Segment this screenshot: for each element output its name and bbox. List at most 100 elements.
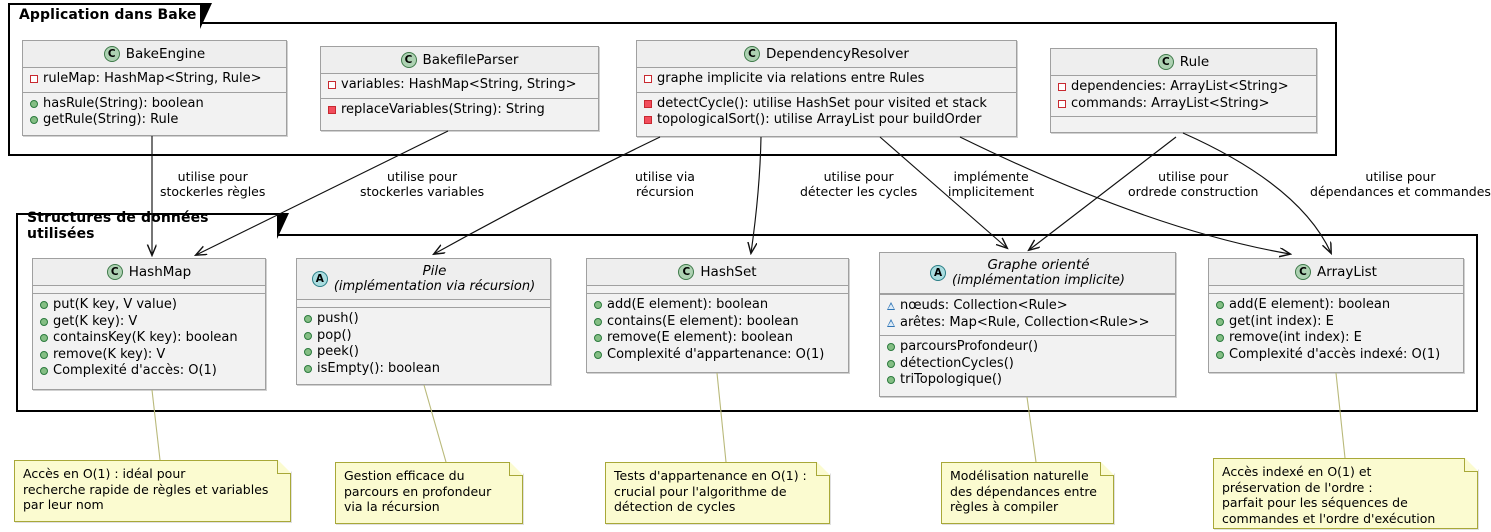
- note-hashset-text: Tests d'appartenance en O(1) : crucial p…: [614, 468, 807, 514]
- note-fold-icon: [816, 461, 831, 476]
- class-hashmap-name: HashMap: [128, 263, 192, 280]
- method-row: peek(): [304, 344, 543, 361]
- edge-label-dependances-commandes: utilise pour dépendances et commandes: [1310, 169, 1491, 199]
- abstract-stereotype-icon: A: [311, 271, 328, 287]
- public-marker-icon: [1216, 317, 1224, 326]
- note-fold-icon: [1464, 457, 1479, 472]
- public-marker-icon: [1216, 334, 1224, 343]
- method-row: contains(E element): boolean: [594, 314, 841, 331]
- method-row: remove(E element): boolean: [594, 330, 841, 347]
- public-marker-icon: [30, 99, 38, 108]
- attribute-row: dependencies: ArrayList<String>: [1058, 79, 1309, 96]
- class-stereotype-icon: C: [678, 264, 695, 280]
- public-marker-icon: [40, 350, 48, 359]
- class-graphe-oriente-name: Graphe orienté (implémentation implicite…: [952, 257, 1125, 289]
- class-graphe-oriente-attributes: nœuds: Collection<Rule> arêtes: Map<Rule…: [880, 294, 1175, 335]
- method-row: topologicalSort(): utilise ArrayList pou…: [644, 112, 1009, 129]
- class-bakefileparser[interactable]: C BakefileParser variables: HashMap<Stri…: [320, 46, 599, 131]
- public-marker-icon: [304, 364, 312, 373]
- note-fold-icon: [1100, 461, 1115, 476]
- method-row: isEmpty(): boolean: [304, 361, 543, 378]
- method-row: replaceVariables(String): String: [328, 102, 591, 119]
- package-structures-de-donnees-tab: Structures de données utilisées: [16, 210, 289, 242]
- class-pile-header: A Pile (implémentation via récursion): [297, 259, 550, 300]
- method-row: Complexité d'accès: O(1): [40, 363, 258, 380]
- note-hashset: Tests d'appartenance en O(1) : crucial p…: [605, 461, 831, 524]
- method-row: containsKey(K key): boolean: [40, 330, 258, 347]
- class-dependencyresolver-attributes: graphe implicite via relations entre Rul…: [637, 68, 1016, 92]
- private-marker-icon: [1058, 83, 1066, 92]
- class-hashset-attributes: [587, 286, 848, 293]
- method-row: hasRule(String): boolean: [30, 96, 279, 113]
- method-row: Complexité d'accès indexé: O(1): [1216, 347, 1456, 364]
- private-method-marker-icon: [644, 99, 652, 108]
- public-marker-icon: [887, 359, 895, 368]
- class-hashmap[interactable]: C HashMap put(K key, V value) get(K key)…: [32, 258, 266, 390]
- edge-label-stocker-regles: utilise pour stockerles règles: [160, 169, 266, 199]
- private-method-marker-icon: [644, 116, 652, 125]
- class-rule-header: C Rule: [1051, 49, 1316, 76]
- package-structures-de-donnees: [16, 234, 1478, 412]
- class-arraylist[interactable]: C ArrayList add(E element): boolean get(…: [1208, 258, 1464, 373]
- public-marker-icon: [304, 315, 312, 324]
- class-bakefileparser-methods: replaceVariables(String): String: [321, 97, 598, 122]
- class-arraylist-attributes: [1209, 286, 1463, 293]
- edge-label-detecter-cycles: utilise pour détecter les cycles: [800, 169, 918, 199]
- class-pile-name: Pile (implémentation via récursion): [333, 263, 536, 295]
- class-bakeengine[interactable]: C BakeEngine ruleMap: HashMap<String, Ru…: [22, 40, 287, 136]
- note-arraylist-text: Accès indexé en O(1) et préservation de …: [1222, 464, 1436, 526]
- method-row: push(): [304, 311, 543, 328]
- public-marker-icon: [40, 301, 48, 310]
- class-pile-attributes: [297, 300, 550, 307]
- public-marker-icon: [40, 317, 48, 326]
- package-marker-icon: [886, 302, 895, 311]
- class-rule[interactable]: C Rule dependencies: ArrayList<String> c…: [1050, 48, 1317, 133]
- class-stereotype-icon: C: [400, 52, 417, 68]
- class-stereotype-icon: C: [103, 46, 120, 62]
- method-row: remove(int index): E: [1216, 330, 1456, 347]
- method-row: get(int index): E: [1216, 314, 1456, 331]
- public-marker-icon: [304, 348, 312, 357]
- class-bakeengine-attributes: ruleMap: HashMap<String, Rule>: [23, 68, 286, 92]
- method-row: pop(): [304, 328, 543, 345]
- class-graphe-oriente[interactable]: A Graphe orienté (implémentation implici…: [879, 252, 1176, 397]
- class-dependencyresolver-header: C DependencyResolver: [637, 41, 1016, 68]
- class-pile-subtitle: (implémentation via récursion): [333, 279, 536, 294]
- method-row: add(E element): boolean: [594, 297, 841, 314]
- class-bakeengine-header: C BakeEngine: [23, 41, 286, 68]
- class-bakefileparser-attributes: variables: HashMap<String, String>: [321, 74, 598, 98]
- edge-label-utilise-via-recursion: utilise via récursion: [635, 169, 695, 199]
- class-stereotype-icon: C: [744, 46, 761, 62]
- public-marker-icon: [30, 116, 38, 125]
- class-hashset[interactable]: C HashSet add(E element): boolean contai…: [586, 258, 849, 373]
- class-dependencyresolver[interactable]: C DependencyResolver graphe implicite vi…: [636, 40, 1017, 137]
- method-row: get(K key): V: [40, 314, 258, 331]
- public-marker-icon: [594, 301, 602, 310]
- class-arraylist-header: C ArrayList: [1209, 259, 1463, 286]
- public-marker-icon: [594, 334, 602, 343]
- note-pile-text: Gestion efficace du parcours en profonde…: [344, 468, 492, 514]
- package-application-dans-bake-label: Application dans Bake: [19, 6, 197, 23]
- class-hashmap-attributes: [33, 286, 265, 293]
- package-marker-icon: [886, 318, 895, 327]
- class-graphe-oriente-subtitle: (implémentation implicite): [952, 273, 1125, 288]
- class-hashset-name: HashSet: [700, 263, 757, 280]
- note-hashmap-text: Accès en O(1) : idéal pour recherche rap…: [23, 466, 269, 512]
- class-rule-name: Rule: [1179, 53, 1210, 70]
- method-row: getRule(String): Rule: [30, 112, 279, 129]
- public-marker-icon: [1216, 301, 1224, 310]
- class-pile[interactable]: A Pile (implémentation via récursion) pu…: [296, 258, 551, 385]
- attribute-row: nœuds: Collection<Rule>: [886, 298, 1168, 315]
- package-application-dans-bake: [8, 22, 1337, 156]
- note-fold-icon: [509, 461, 524, 476]
- public-marker-icon: [1216, 350, 1224, 359]
- public-marker-icon: [594, 317, 602, 326]
- abstract-stereotype-icon: A: [930, 265, 947, 281]
- method-row: Complexité d'appartenance: O(1): [594, 347, 841, 364]
- attribute-row: arêtes: Map<Rule, Collection<Rule>>: [886, 315, 1168, 332]
- attribute-row: commands: ArrayList<String>: [1058, 96, 1309, 113]
- method-row: put(K key, V value): [40, 297, 258, 314]
- attribute-row: graphe implicite via relations entre Rul…: [644, 71, 1009, 88]
- private-method-marker-icon: [328, 105, 336, 114]
